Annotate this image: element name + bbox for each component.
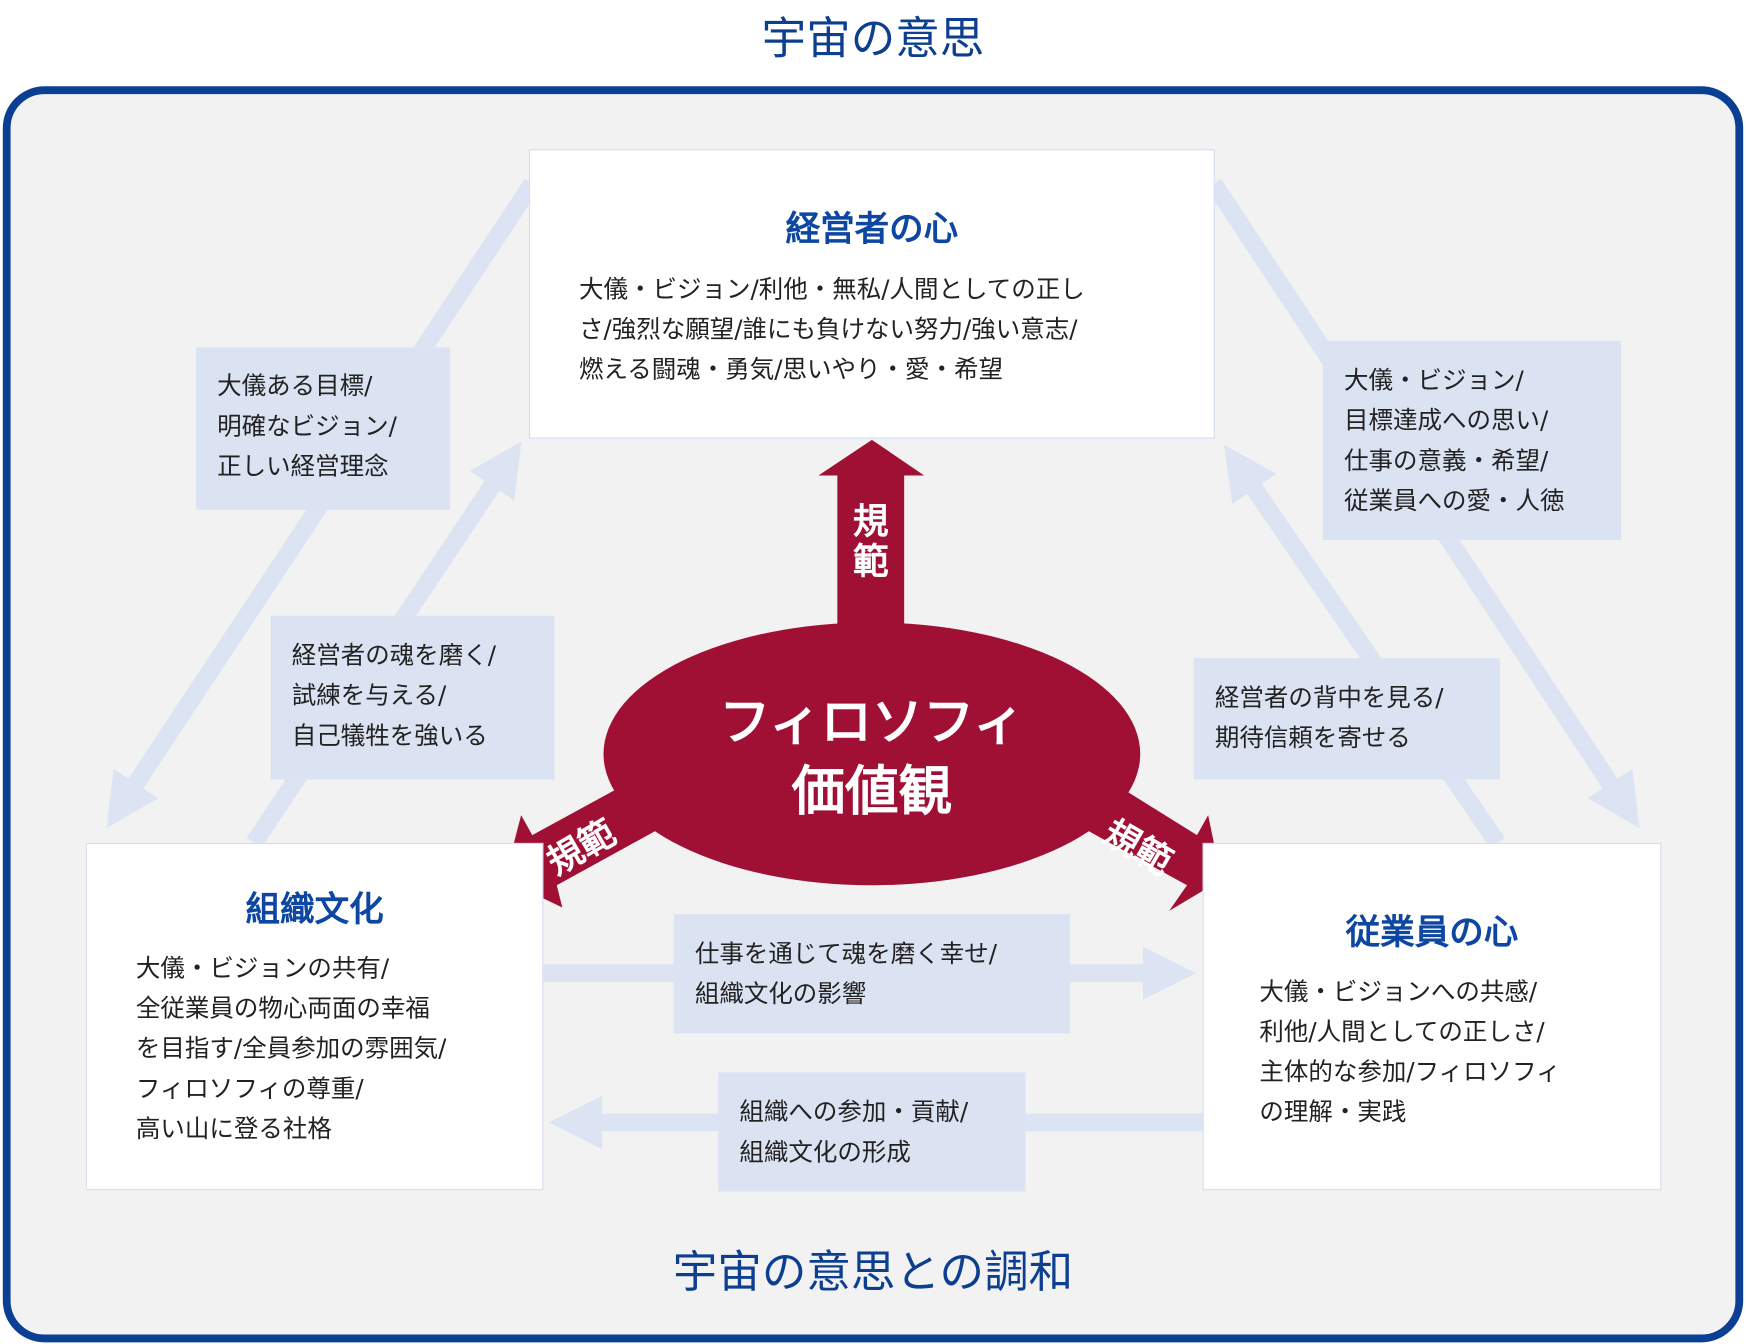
text-line: 正しい経営理念 (217, 453, 389, 482)
text-line: を目指す/全員参加の雰囲気/ (135, 1035, 447, 1064)
manager-box: 経営者の心 大儀・ビジョン/利他・無私/人間としての正し さ/強烈な願望/誰にも… (528, 149, 1215, 439)
text-line: 大儀・ビジョン/利他・無私/人間としての正し (579, 276, 1085, 304)
arrow-employee-to-manager (1224, 444, 1505, 848)
text-line: 全従業員の物心両面の幸福 (135, 995, 430, 1024)
text-line: 組織文化の影響 (694, 980, 867, 1009)
text-line: フィロソフィの尊重/ (135, 1075, 364, 1104)
text-line: 仕事の意義・希望/ (1343, 447, 1549, 476)
text-line: 明確なビジョン/ (217, 413, 397, 441)
label-employee-to-culture: 組織への参加・貢献/ 組織文化の形成 (718, 1072, 1026, 1192)
text-line: 自己犠牲を強いる (291, 722, 488, 751)
text-line: の理解・実践 (1259, 1099, 1407, 1127)
culture-title: 組織文化 (245, 889, 384, 930)
bottom-title: 宇宙の意思との調和 (672, 1247, 1074, 1299)
culture-box: 組織文化 大儀・ビジョンの共有/ 全従業員の物心両面の幸福 を目指す/全員参加の… (85, 842, 544, 1191)
philosophy-ellipse (603, 622, 1141, 886)
text-line: 試練を与える/ (291, 682, 447, 711)
culture-text: 大儀・ビジョンの共有/ 全従業員の物心両面の幸福 を目指す/全員参加の雰囲気/ … (136, 950, 446, 1150)
text-line: 主体的な参加/フィロソフィ (1259, 1058, 1561, 1087)
text-line: 期待信頼を寄せる (1214, 724, 1411, 753)
label-manager-to-employee: 大儀・ビジョン/ 目標達成への思い/ 仕事の意義・希望/ 従業員への愛・人徳 (1322, 340, 1622, 541)
label-culture-to-employee: 仕事を通じて魂を磨く幸せ/ 組織文化の影響 (673, 914, 1071, 1034)
text-line: 利他/人間としての正しさ/ (1259, 1018, 1545, 1047)
philosophy-label: フィロソフィ (719, 691, 1025, 752)
text-line: 高い山に登る社格 (135, 1115, 332, 1144)
text-line: 組織への参加・貢献/ (739, 1099, 969, 1127)
text-line: 目標達成への思い/ (1343, 407, 1549, 436)
top-title: 宇宙の意思 (761, 13, 985, 65)
text-line: 大儀ある目標/ (217, 373, 373, 401)
norm-arrow-up (818, 439, 925, 646)
text-line: 従業員への愛・人徳 (1343, 487, 1565, 516)
text-line: 経営者の背中を見る/ (1214, 684, 1444, 713)
text-line: 燃える闘魂・勇気/思いやり・愛・希望 (579, 356, 1004, 385)
text-line: 仕事を通じて魂を磨く幸せ/ (694, 940, 998, 969)
employee-title: 従業員の心 (1345, 913, 1519, 954)
text-line: 組織文化の形成 (739, 1139, 911, 1167)
norm-label-up: 規範 (852, 499, 889, 583)
employee-text: 大儀・ビジョンへの共感/ 利他/人間としての正しさ/ 主体的な参加/フィロソフィ… (1259, 973, 1560, 1133)
manager-text: 大儀・ビジョン/利他・無私/人間としての正し さ/強烈な願望/誰にも負けない努力… (579, 271, 1085, 391)
text-line: さ/強烈な願望/誰にも負けない努力/強い意志/ (579, 316, 1078, 345)
text-line: 大儀・ビジョン/ (1343, 367, 1524, 396)
label-employee-to-manager: 経営者の背中を見る/ 期待信頼を寄せる (1193, 658, 1500, 780)
text-line: 大儀・ビジョンへの共感/ (1259, 978, 1538, 1007)
norm-arrow-left (504, 776, 669, 908)
manager-title: 経営者の心 (785, 209, 959, 250)
text-line: 大儀・ビジョンの共有/ (135, 955, 390, 984)
label-culture-to-manager: 経営者の魂を磨く/ 試練を与える/ 自己犠牲を強いる (270, 615, 555, 780)
label-manager-to-culture: 大儀ある目標/ 明確なビジョン/ 正しい経営理念 (195, 347, 450, 510)
text-line: 経営者の魂を磨く/ (291, 642, 496, 671)
employee-box: 従業員の心 大儀・ビジョンへの共感/ 利他/人間としての正しさ/ 主体的な参加/… (1202, 842, 1662, 1191)
values-label: 価値観 (791, 760, 953, 823)
